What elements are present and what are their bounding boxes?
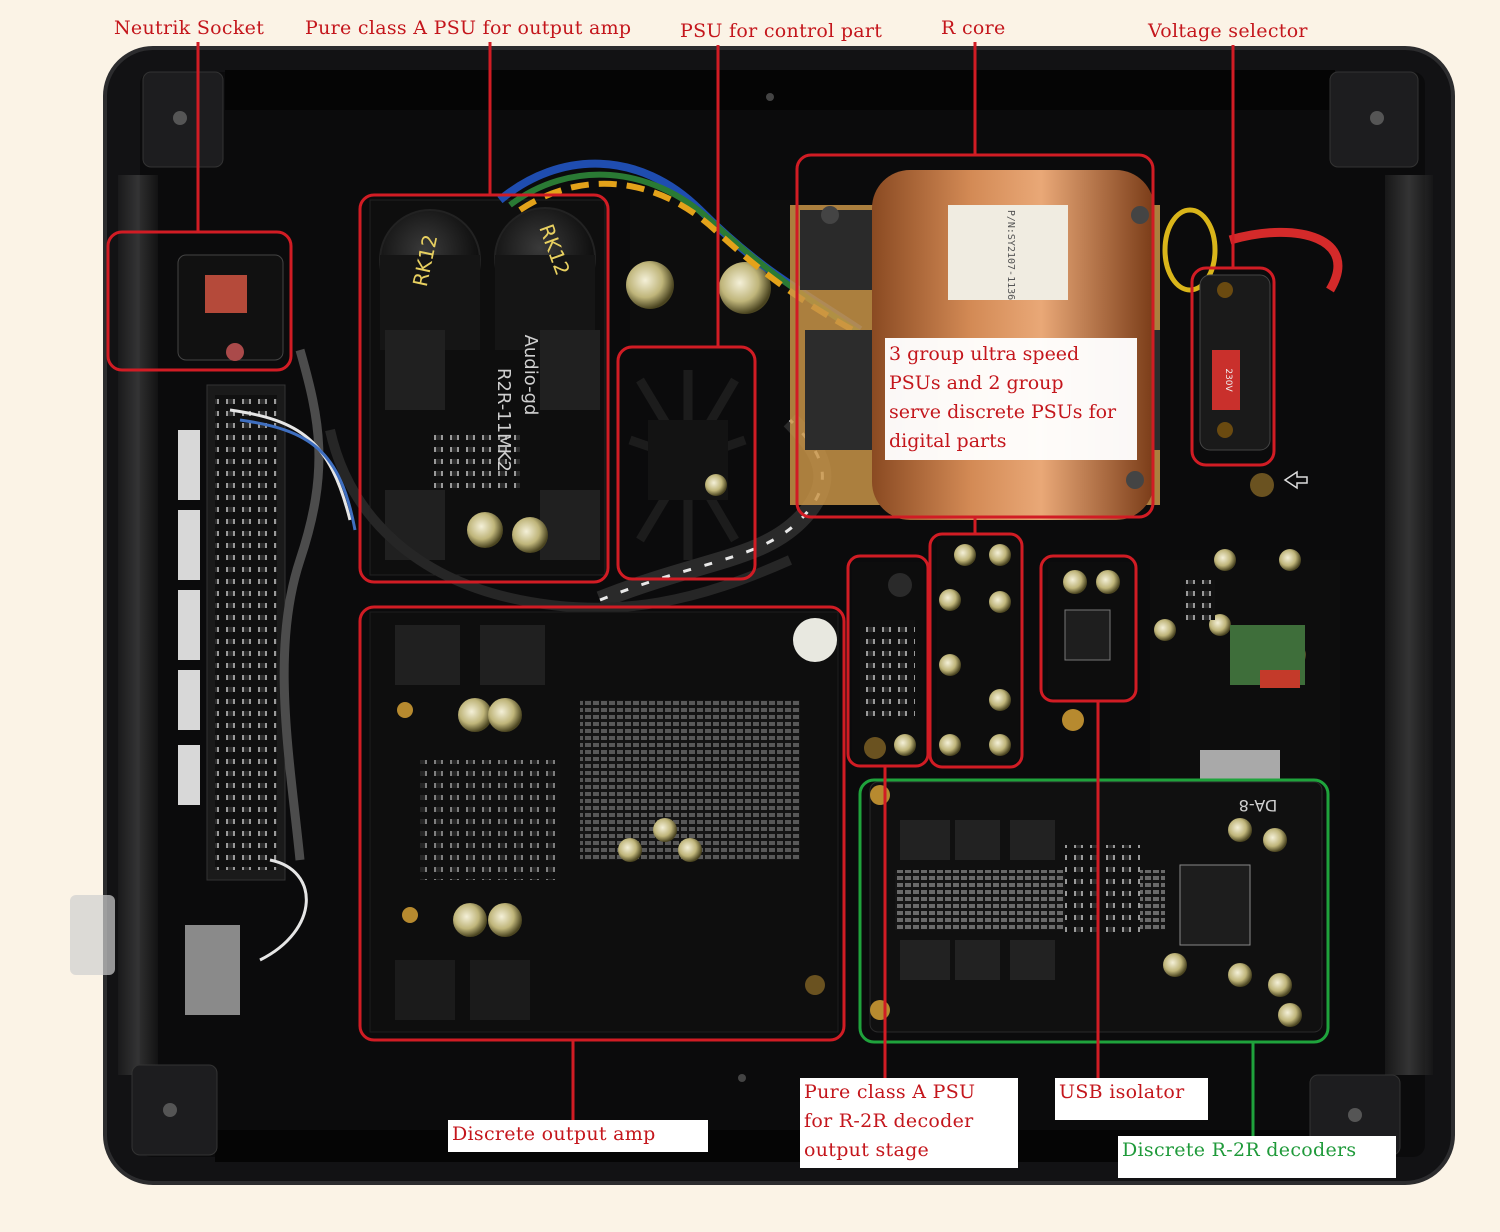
da8-decoder-board — [869, 781, 1323, 1033]
brand-silkscreen: Audio-gd — [520, 335, 541, 416]
label-neutrik-socket: Neutrik Socket — [114, 17, 265, 39]
output-psu-box — [358, 193, 610, 584]
da8-silkscreen: DA-8 — [1239, 796, 1278, 815]
voltage-selector-switch: 230V — [1199, 274, 1308, 497]
label-digital-psu-note: 3 group ultra speed PSUs and 2 group ser… — [885, 338, 1137, 460]
label-psu-control: PSU for control part — [680, 20, 883, 42]
model-silkscreen: R2R-11MK2 — [493, 368, 514, 472]
neutrik-socket-hardware — [177, 254, 357, 962]
control-psu-box — [616, 345, 757, 581]
label-r-core: R core — [941, 17, 1006, 39]
right-digital-section — [1150, 549, 1340, 785]
leader-lines — [196, 42, 1235, 1120]
r2r-decoders-box — [858, 778, 1330, 1044]
usb-isolator-box — [1039, 554, 1138, 703]
label-usb-isolator: USB isolator — [1055, 1078, 1208, 1120]
r2r-output-psu-board — [852, 562, 924, 762]
label-psu-r2r-output: Pure class A PSU for R-2R decoder output… — [800, 1078, 1018, 1168]
output-amp-box — [358, 605, 846, 1042]
output-psu-board — [369, 199, 606, 576]
label-discrete-output-amp: Discrete output amp — [448, 1120, 708, 1152]
voltage-marking: 230V — [1223, 368, 1233, 392]
label-r2r-decoders: Discrete R-2R decoders — [1118, 1136, 1396, 1178]
transformer-label: P/N:SY2107-1136 — [1005, 210, 1016, 300]
label-psu-output-amp: Pure class A PSU for output amp — [305, 17, 632, 39]
input-board — [70, 384, 286, 1015]
r2r-output-psu-box — [846, 554, 930, 768]
usb-isolator-board — [1048, 562, 1133, 731]
digital-psu-board — [937, 540, 1019, 762]
label-voltage-selector: Voltage selector — [1148, 20, 1308, 42]
output-amp-board — [369, 611, 839, 1033]
